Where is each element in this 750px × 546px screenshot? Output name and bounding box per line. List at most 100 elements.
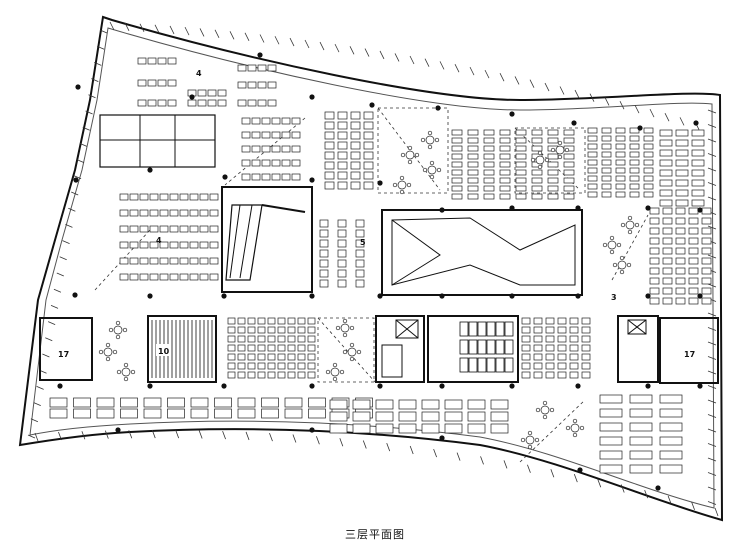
curtain-wall-mark [649,108,655,118]
desk [563,153,575,160]
desk [329,411,348,422]
column-dot [577,467,583,473]
curtain-wall-mark [707,443,717,447]
desk [615,183,626,190]
curtain-wall-mark [304,39,310,49]
desk [329,399,348,410]
desk [139,209,149,217]
chair [620,222,626,228]
desk [169,241,179,249]
outer-wall [18,15,724,522]
desk [247,99,257,107]
desk [187,99,197,107]
desk [137,79,147,87]
curtain-wall-hatch [27,21,719,517]
desk [241,131,251,139]
desk [129,257,139,265]
desk [659,129,673,137]
desk [451,129,463,136]
desk [257,317,266,325]
desk [601,127,612,134]
desk [291,159,301,167]
desk [649,227,660,235]
desk [659,139,673,147]
desk [599,408,623,418]
desk [467,161,479,168]
chair [619,255,625,261]
desk [271,145,281,153]
curtain-wall-mark [394,53,400,62]
desk [599,436,623,446]
toilet-stall [477,321,487,337]
desk [675,257,686,265]
desk [533,344,543,352]
desk [241,145,251,153]
desk [545,344,555,352]
desk [691,169,705,177]
desk [533,326,543,334]
desk [189,273,199,281]
chair [325,369,331,375]
desk [563,177,575,184]
desk [701,237,712,245]
desk [308,408,326,419]
desk [227,371,236,379]
curtain-wall-mark [664,113,670,122]
desk [139,225,149,233]
desk [277,335,286,343]
toilet-stall [468,339,478,355]
desk [398,399,417,410]
desk [615,143,626,150]
curtain-wall-mark [139,23,145,32]
desk [49,408,68,419]
curtain-wall-mark [424,58,430,67]
desk [659,464,683,474]
desk [531,177,543,184]
desk [643,143,654,150]
desk [675,297,686,305]
desk [261,145,271,153]
desk [257,64,267,72]
curtain-wall-mark [634,104,640,114]
desk [547,193,559,200]
desk [643,135,654,142]
desk [587,191,598,198]
desk [499,193,511,200]
desk [241,159,251,167]
desk [227,335,236,343]
desk [257,362,266,370]
column-dot [509,383,515,389]
desk [521,326,531,334]
toilet-stall [459,357,469,373]
desk [398,411,417,422]
desk [691,149,705,157]
column-dot [697,207,703,213]
curtain-wall-mark [124,22,130,32]
desk [271,117,281,125]
curtain-wall-mark [409,445,414,455]
desk [157,57,167,65]
desk [701,277,712,285]
desk [675,189,689,197]
chair [572,432,578,438]
desk [129,225,139,233]
desk [375,423,394,434]
desk [350,111,361,120]
desk [297,335,306,343]
room-10: 10 [147,315,217,383]
curtain-wall-mark [707,182,717,186]
desk [375,399,394,410]
desk [675,159,689,167]
round-table [625,220,635,230]
desk [701,297,712,305]
desk [267,362,276,370]
desk [119,273,129,281]
desk [659,189,673,197]
curtain-wall-mark [68,207,76,212]
desk [545,326,555,334]
curtain-wall-mark [128,430,133,439]
atrium-left [221,186,313,293]
desk [147,57,157,65]
curtain-wall-mark [707,428,717,433]
desk [662,297,673,305]
